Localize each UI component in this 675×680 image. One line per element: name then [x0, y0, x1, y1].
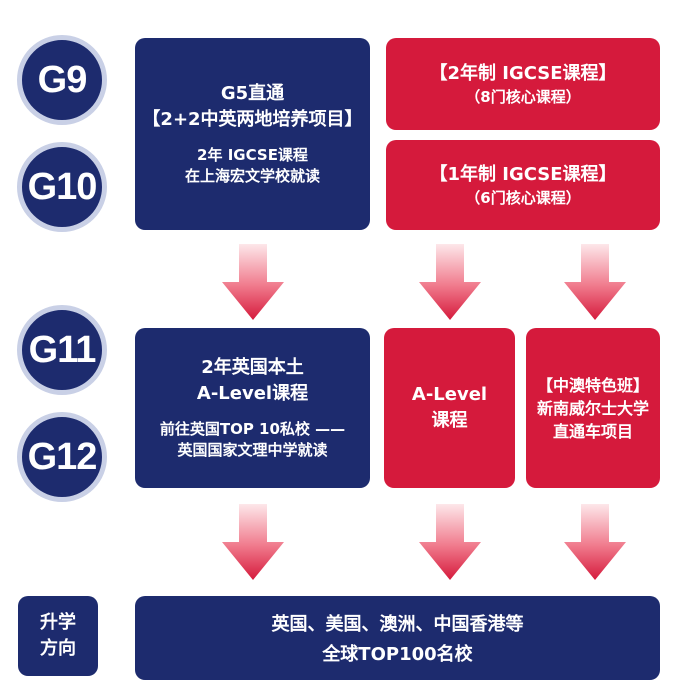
uk-line3: 前往英国TOP 10私校 ——	[159, 420, 346, 438]
g5-subtitle: 【2+2中英两地培养项目】	[142, 109, 363, 130]
g5-line1: 2年 IGCSE课程	[197, 146, 308, 164]
uk-line1: 2年英国本土	[201, 357, 304, 378]
igcse-2year-box: 【2年制 IGCSE课程】 （8门核心课程）	[386, 38, 660, 130]
arrow-down-icon	[222, 244, 284, 320]
arrow-down-icon	[564, 244, 626, 320]
grade-g9-badge: G9	[17, 35, 107, 125]
alevel-line2: 课程	[431, 410, 468, 431]
destination-box: 英国、美国、澳洲、中国香港等 全球TOP100名校	[135, 596, 660, 680]
aus-line3: 直通车项目	[552, 421, 633, 441]
destination-line1: 英国、美国、澳洲、中国香港等	[271, 614, 524, 635]
aus-line1: 【中澳特色班】	[536, 375, 649, 395]
igcse-1year-title: 【1年制 IGCSE课程】	[429, 163, 617, 185]
destination-line2: 全球TOP100名校	[322, 644, 473, 665]
aus-line2: 新南威尔士大学	[536, 398, 649, 418]
arrow-down-icon	[419, 244, 481, 320]
destination-tag: 升学 方向	[18, 596, 98, 676]
uk-line4: 英国国家文理中学就读	[177, 441, 328, 459]
grade-g12-badge: G12	[17, 412, 107, 502]
igcse-1year-box: 【1年制 IGCSE课程】 （6门核心课程）	[386, 140, 660, 230]
g5-program-box: G5直通 【2+2中英两地培养项目】 2年 IGCSE课程 在上海宏文学校就读	[135, 38, 370, 230]
arrow-down-icon	[222, 504, 284, 580]
grade-g11-label: G11	[28, 328, 97, 371]
alevel-line1: A-Level	[411, 384, 488, 405]
destination-tag-line1: 升学	[40, 612, 76, 633]
arrow-down-icon	[419, 504, 481, 580]
igcse-1year-subtitle: （6门核心课程）	[465, 188, 581, 207]
destination-tag-line2: 方向	[40, 638, 76, 659]
arrow-down-icon	[564, 504, 626, 580]
grade-g9-label: G9	[37, 58, 88, 101]
uk-line2: A-Level课程	[196, 383, 309, 404]
grade-g10-label: G10	[27, 165, 98, 208]
grade-g12-label: G12	[27, 435, 98, 478]
grade-g11-badge: G11	[17, 305, 107, 395]
sino-aus-box: 【中澳特色班】 新南威尔士大学 直通车项目	[526, 328, 660, 488]
alevel-box: A-Level 课程	[384, 328, 515, 488]
igcse-2year-subtitle: （8门核心课程）	[465, 87, 581, 106]
g5-line2: 在上海宏文学校就读	[184, 167, 320, 185]
grade-g10-badge: G10	[17, 142, 107, 232]
uk-alevel-box: 2年英国本土 A-Level课程 前往英国TOP 10私校 —— 英国国家文理中…	[135, 328, 370, 488]
g5-title: G5直通	[220, 83, 285, 104]
igcse-2year-title: 【2年制 IGCSE课程】	[429, 62, 617, 84]
